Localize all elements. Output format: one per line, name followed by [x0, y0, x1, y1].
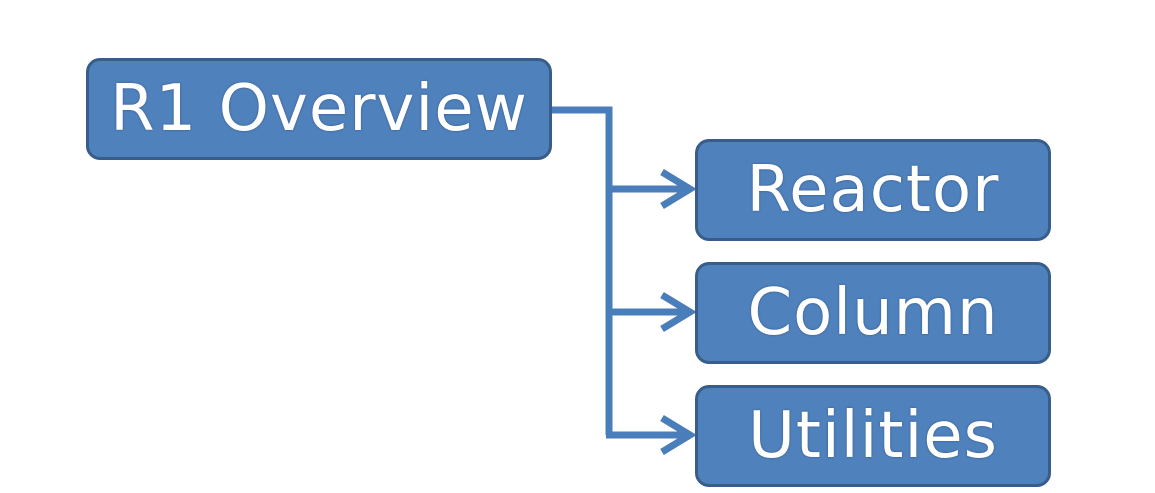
- trunk-connector: [552, 106, 613, 435]
- child-node-label: Utilities: [748, 399, 998, 473]
- child-node-label: Reactor: [746, 153, 1000, 227]
- child-node-utilities: Utilities: [695, 385, 1051, 487]
- arrowhead-reactor: [660, 169, 697, 209]
- child-node-column: Column: [695, 262, 1051, 364]
- child-node-label: Column: [747, 276, 999, 350]
- root-node-label: R1 Overview: [110, 72, 528, 146]
- arrowhead-utilities: [660, 415, 697, 455]
- root-node: R1 Overview: [86, 58, 552, 160]
- arrowhead-column: [660, 292, 697, 332]
- child-node-reactor: Reactor: [695, 139, 1051, 241]
